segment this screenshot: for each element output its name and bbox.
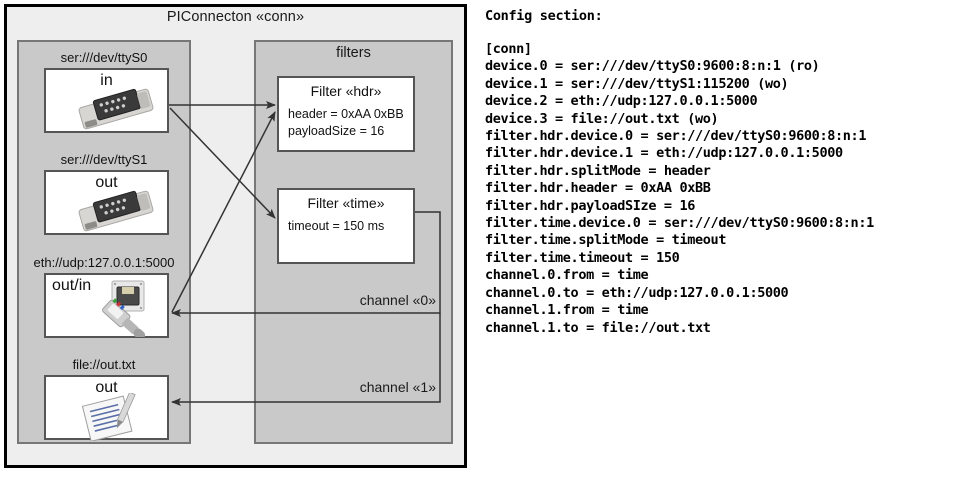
config-line: filter.hdr.splitMode = header (485, 162, 711, 179)
device-direction-ttys0: in (100, 72, 113, 89)
channel-label-1: channel «1» (359, 379, 436, 395)
device-label-eth: eth://udp:127.0.0.1:5000 (33, 255, 175, 270)
device-direction-file: out (95, 379, 118, 396)
architecture-diagram: PIConnecton «conn» ser:///dev/ttyS0 in (0, 0, 478, 484)
filter-box-time[interactable]: Filter «time» timeout = 150 ms (277, 188, 415, 264)
device-label-file: file://out.txt (72, 357, 136, 372)
config-line: filter.time.timeout = 150 (485, 249, 680, 266)
config-line: device.2 = eth://udp:127.0.0.1:5000 (485, 93, 758, 110)
filter-title-hdr: Filter «hdr» (310, 83, 382, 99)
config-line: device.3 = file://out.txt (wo) (485, 110, 719, 127)
text-file-icon (76, 391, 152, 446)
device-box-ttys0[interactable]: in (44, 68, 169, 133)
filters-panel-title: filters (336, 45, 371, 61)
config-line: [conn] (485, 41, 532, 57)
config-line: channel.1.to = file://out.txt (485, 319, 711, 336)
config-section: Config section: [conn]device.0 = ser:///… (478, 0, 964, 484)
config-line: device.1 = ser:///dev/ttyS1:115200 (wo) (485, 75, 789, 92)
filter-attr: payloadSize = 16 (288, 124, 385, 138)
device-box-ttys1[interactable]: out (44, 170, 169, 235)
config-line: filter.hdr.device.1 = eth://udp:127.0.0.… (485, 145, 843, 162)
device-box-eth[interactable]: out/in (44, 273, 169, 340)
config-heading: Config section: (485, 8, 603, 24)
config-line: device.0 = ser:///dev/ttyS0:9600:8:n:1 (… (485, 58, 820, 75)
config-line: filter.hdr.header = 0xAA 0xBB (485, 180, 711, 197)
device-label-ttys0: ser:///dev/ttyS0 (60, 50, 148, 65)
filter-box-hdr[interactable]: Filter «hdr» header = 0xAA 0xBB payloadS… (277, 76, 415, 152)
config-line: filter.hdr.device.0 = ser:///dev/ttyS0:9… (485, 128, 867, 145)
serial-port-icon (74, 86, 158, 137)
config-line: filter.time.device.0 = ser:///dev/ttyS0:… (485, 215, 874, 232)
config-line: filter.hdr.payloadSIze = 16 (485, 197, 695, 214)
config-line: channel.1.from = time (485, 302, 649, 319)
config-line: filter.time.splitMode = timeout (485, 232, 727, 249)
filter-attrs-time: timeout = 150 ms (288, 218, 384, 235)
config-lines: [conn]device.0 = ser:///dev/ttyS0:9600:8… (485, 41, 874, 337)
filter-attr: header = 0xAA 0xBB (288, 107, 404, 121)
diagram-title: PIConnecton «conn» (166, 9, 305, 25)
config-line: channel.0.from = time (485, 267, 649, 284)
filter-attrs-hdr: header = 0xAA 0xBB payloadSize = 16 (288, 106, 404, 140)
device-label-ttys1: ser:///dev/ttyS1 (60, 152, 148, 167)
config-line: channel.0.to = eth://udp:127.0.0.1:5000 (485, 284, 789, 301)
device-box-file[interactable]: out (44, 375, 169, 442)
filter-attr: timeout = 150 ms (288, 219, 385, 233)
channel-label-0: channel «0» (359, 292, 436, 308)
device-direction-eth: out/in (52, 277, 92, 294)
network-cable-icon (88, 279, 160, 342)
device-direction-ttys1: out (95, 174, 118, 191)
serial-port-icon (74, 188, 158, 239)
filter-title-time: Filter «time» (307, 195, 385, 211)
